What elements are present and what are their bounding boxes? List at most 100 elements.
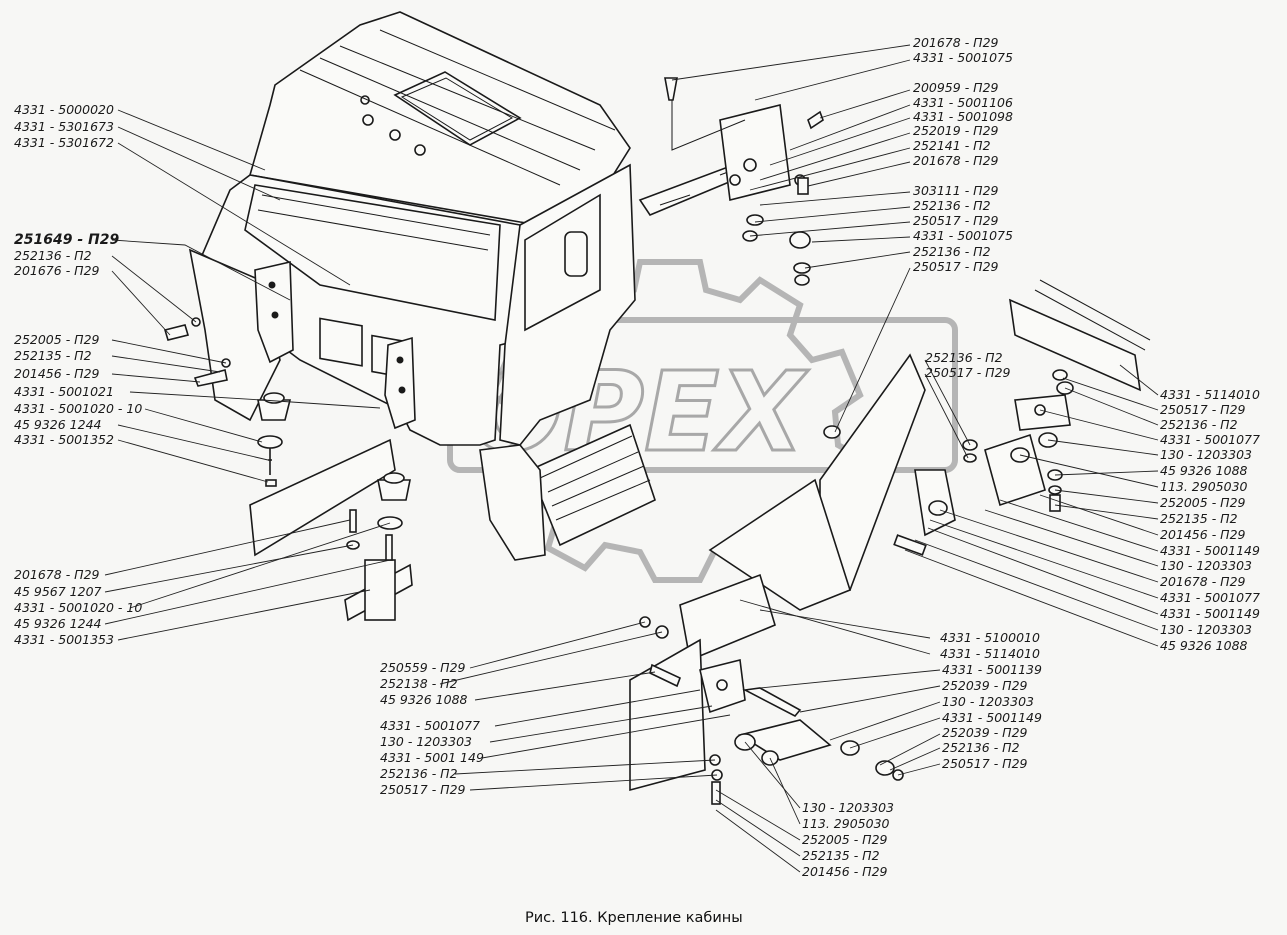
part-label: 45 9326 1088 bbox=[1160, 638, 1248, 653]
right-shock bbox=[984, 433, 1046, 507]
part-label: 200959 - П29 bbox=[913, 80, 999, 95]
part-label: 4331 - 5001021 bbox=[14, 384, 114, 399]
part-label: 113. 2905030 bbox=[1160, 479, 1248, 494]
part-label: 201678 - П29 bbox=[913, 153, 999, 168]
part-label: 252138 - П2 bbox=[380, 676, 458, 691]
part-label: 4331 - 5001077 bbox=[1160, 590, 1260, 605]
part-label: 250517 - П29 bbox=[925, 365, 1011, 380]
part-label: 252136 - П2 bbox=[380, 766, 458, 781]
part-label: 45 9567 1207 bbox=[14, 584, 102, 599]
part-label: 4331 - 5001020 - 10 bbox=[14, 600, 142, 615]
part-label: 201678 - П29 bbox=[14, 567, 100, 582]
part-label: 130 - 1203303 bbox=[942, 694, 1034, 709]
rear-support-box bbox=[708, 478, 851, 611]
upper-bracket bbox=[719, 104, 791, 201]
part-label: 252136 - П2 bbox=[942, 740, 1020, 755]
part-label: 130 - 1203303 bbox=[1160, 447, 1252, 462]
step-panel bbox=[528, 423, 656, 547]
part-label: 252136 - П2 bbox=[1160, 417, 1238, 432]
roof-hatch bbox=[393, 71, 522, 146]
part-label: 130 - 1203303 bbox=[380, 734, 472, 749]
upper-bolt bbox=[664, 77, 678, 101]
part-label: 4331 - 5001075 bbox=[913, 50, 1013, 65]
part-label: 45 9326 1088 bbox=[380, 692, 468, 707]
side-mirror bbox=[564, 231, 588, 277]
bolt-left-2 bbox=[193, 369, 228, 387]
part-label: 4331 - 5001075 bbox=[913, 228, 1013, 243]
part-label: 252135 - П2 bbox=[802, 848, 880, 863]
part-label: 201678 - П29 bbox=[913, 35, 999, 50]
lower-plate bbox=[629, 638, 706, 792]
front-fender-right bbox=[479, 444, 546, 561]
door-window bbox=[524, 193, 601, 332]
part-label: 250517 - П29 bbox=[1160, 402, 1246, 417]
part-label: 252136 - П2 bbox=[925, 350, 1003, 365]
part-label: 250517 - П29 bbox=[380, 782, 466, 797]
part-label: 252005 - П29 bbox=[1160, 495, 1246, 510]
part-label: 201456 - П29 bbox=[1160, 527, 1246, 542]
front-grille-left bbox=[319, 317, 363, 367]
part-label: 45 9326 1244 bbox=[14, 417, 102, 432]
part-label: 250517 - П29 bbox=[942, 756, 1028, 771]
part-label: 4331 - 5001149 bbox=[1160, 543, 1260, 558]
part-label: 252005 - П29 bbox=[802, 832, 888, 847]
bolt-vertical-1 bbox=[349, 509, 357, 533]
rear-mount-assembly bbox=[629, 77, 1151, 805]
part-label: 45 9326 1088 bbox=[1160, 463, 1248, 478]
bolt-vertical-2 bbox=[385, 534, 393, 561]
part-label: 250559 - П29 bbox=[380, 660, 466, 675]
part-label: 4331 - 5001020 - 10 bbox=[14, 401, 142, 416]
part-label: 252039 - П29 bbox=[942, 725, 1028, 740]
part-label: 4331 - 5001 149 bbox=[380, 750, 484, 765]
part-label: 252135 - П2 bbox=[14, 348, 92, 363]
lower-bolt-2 bbox=[711, 781, 721, 805]
part-label: 4331 - 5000020 bbox=[14, 102, 114, 117]
part-label: 252141 - П2 bbox=[913, 138, 991, 153]
part-label: 113. 2905030 bbox=[802, 816, 890, 831]
part-label: 4331 - 5001139 bbox=[942, 662, 1042, 677]
part-label: 4331 - 5001149 bbox=[1160, 606, 1260, 621]
part-label: 303111 - П29 bbox=[913, 183, 999, 198]
lower-bracket bbox=[679, 573, 776, 662]
part-label: 4331 - 5114010 bbox=[940, 646, 1040, 661]
part-label: 250517 - П29 bbox=[913, 259, 999, 274]
part-label: 4331 - 5301673 bbox=[14, 119, 114, 134]
part-label: 4331 - 5114010 bbox=[1160, 387, 1260, 402]
right-bolt bbox=[893, 534, 927, 556]
leader-lines bbox=[104, 44, 1159, 873]
part-label: 252019 - П29 bbox=[913, 123, 999, 138]
part-label: 252136 - П2 bbox=[913, 244, 991, 259]
part-label: 4331 - 5100010 bbox=[940, 630, 1040, 645]
part-label: 4331 - 5001077 bbox=[380, 718, 480, 733]
part-label: 252005 - П29 bbox=[14, 332, 100, 347]
part-label: 4331 - 5001077 bbox=[1160, 432, 1260, 447]
part-label: 252136 - П2 bbox=[913, 198, 991, 213]
part-label: 252135 - П2 bbox=[1160, 511, 1238, 526]
part-label: 201678 - П29 bbox=[1160, 574, 1246, 589]
part-label: 201456 - П29 bbox=[14, 366, 100, 381]
rear-frame-rail bbox=[1009, 298, 1141, 392]
part-label: 4331 - 5001149 bbox=[942, 710, 1042, 725]
part-label: 4331 - 5001352 bbox=[14, 432, 114, 447]
part-label: 130 - 1203303 bbox=[1160, 558, 1252, 573]
part-label: 4331 - 5301672 bbox=[14, 135, 114, 150]
part-label: 130 - 1203303 bbox=[802, 800, 894, 815]
part-label: 250517 - П29 bbox=[913, 213, 999, 228]
left-frame-rail bbox=[249, 438, 396, 557]
figure-caption: Рис. 116. Крепление кабины bbox=[525, 910, 743, 926]
lower-bolt-1 bbox=[649, 663, 682, 688]
part-label: 4331 - 5001353 bbox=[14, 632, 114, 647]
part-label: 251649 - П29 bbox=[14, 232, 119, 248]
part-label: 201456 - П29 bbox=[802, 864, 888, 879]
part-labels: 201678 - П29 4331 - 5001075 200959 - П29… bbox=[14, 35, 1260, 879]
part-label: 252136 - П2 bbox=[14, 248, 92, 263]
bolt-left-1 bbox=[163, 324, 190, 341]
part-label: 4331 - 5001098 bbox=[913, 109, 1013, 124]
part-label: 201676 - П29 bbox=[14, 263, 100, 278]
part-label: 45 9326 1244 bbox=[14, 616, 102, 631]
part-label: 4331 - 5001106 bbox=[913, 95, 1013, 110]
part-label: 130 - 1203303 bbox=[1160, 622, 1252, 637]
center-cab-bracket bbox=[384, 336, 416, 430]
part-label: 252039 - П29 bbox=[942, 678, 1028, 693]
